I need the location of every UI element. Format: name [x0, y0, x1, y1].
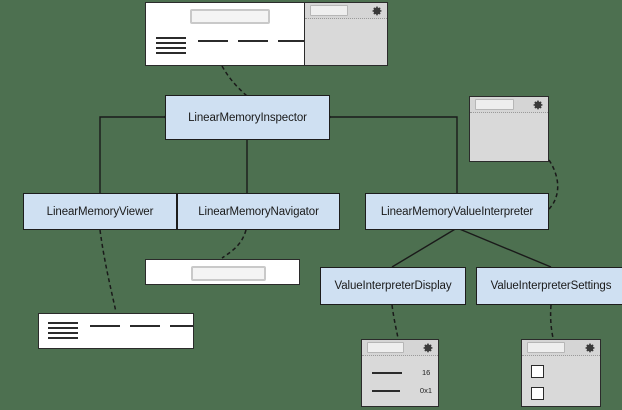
edge-mockup-vi-settings-dashed — [549, 304, 554, 339]
edge-inspector-value-interpreter — [330, 116, 458, 193]
settings-checkbox[interactable] — [531, 365, 544, 378]
edge-vi-settings — [456, 227, 552, 268]
vi-display-mockup-panel: 16 0x1 — [362, 340, 438, 406]
navigator-mockup-search-pill — [191, 266, 266, 281]
vi-mockup-search-pill — [475, 99, 514, 110]
address-line — [48, 332, 78, 334]
mockup-inspector-panel-toolbar — [305, 3, 387, 19]
gear-icon — [372, 6, 382, 15]
vi-display-row: 16 — [368, 368, 432, 377]
address-line — [156, 42, 186, 44]
node-value-interpreter-display[interactable]: ValueInterpreterDisplay — [320, 267, 466, 305]
mockup-inspector-panel-body — [305, 19, 387, 65]
address-line — [156, 47, 186, 49]
byte-group — [198, 39, 228, 42]
mockup-inspector-panel-pill — [310, 5, 348, 16]
value-interpreter-display-mockup: 16 0x1 — [361, 339, 439, 407]
gear-icon — [423, 343, 433, 352]
viewer-mockup-address-column — [48, 322, 78, 339]
vi-mockup-body — [470, 113, 548, 161]
node-label: LinearMemoryInspector — [188, 111, 307, 124]
mockup-inspector-address-column — [156, 37, 186, 54]
vi-display-row-label — [372, 389, 400, 392]
value-interpreter-settings-mockup — [521, 339, 601, 407]
mockup-inspector-memory-area — [146, 3, 361, 65]
vi-display-mockup-toolbar — [362, 340, 438, 356]
byte-group — [170, 324, 193, 327]
edge-mockup-inspector-dashed — [221, 65, 248, 97]
node-linear-memory-navigator[interactable]: LinearMemoryNavigator — [177, 193, 340, 230]
linear-memory-inspector-mockup — [145, 2, 388, 66]
node-linear-memory-inspector[interactable]: LinearMemoryInspector — [165, 95, 330, 140]
value-interpreter-mockup — [469, 96, 549, 162]
address-line — [156, 52, 186, 54]
address-line — [156, 37, 186, 39]
vi-settings-mockup-toolbar — [522, 340, 600, 356]
vi-mockup-panel — [470, 97, 548, 161]
address-line — [48, 337, 78, 339]
edge-mockup-navigator-dashed — [221, 229, 247, 259]
settings-checkbox[interactable] — [531, 387, 544, 400]
node-label: ValueInterpreterSettings — [490, 280, 612, 292]
vi-display-mockup-search-pill — [367, 342, 404, 353]
node-label: LinearMemoryNavigator — [198, 205, 319, 218]
viewer-mockup-byte-row — [90, 323, 193, 328]
vi-display-mockup-body: 16 0x1 — [362, 356, 438, 406]
node-linear-memory-value-interpreter[interactable]: LinearMemoryValueInterpreter — [365, 193, 549, 230]
edge-vi-display — [391, 227, 458, 268]
navigator-mockup — [145, 259, 300, 285]
vi-display-row-value: 16 — [422, 368, 431, 377]
mockup-inspector-search-pill — [190, 9, 270, 24]
node-label: LinearMemoryValueInterpreter — [380, 205, 534, 218]
node-label: LinearMemoryViewer — [46, 205, 154, 218]
viewer-mockup — [38, 313, 194, 349]
edge-mockup-vi-display-dashed — [391, 304, 399, 339]
edge-inspector-viewer — [99, 116, 165, 193]
node-linear-memory-viewer[interactable]: LinearMemoryViewer — [23, 193, 177, 230]
byte-group — [278, 39, 308, 42]
byte-group — [90, 324, 120, 327]
vi-settings-mockup-body — [522, 356, 600, 406]
byte-group — [238, 39, 268, 42]
node-label: ValueInterpreterDisplay — [334, 280, 452, 292]
vi-display-row-value: 0x1 — [419, 386, 432, 395]
mockup-inspector-side-panel — [304, 3, 387, 65]
node-value-interpreter-settings[interactable]: ValueInterpreterSettings — [476, 267, 622, 305]
gear-icon — [533, 100, 543, 109]
address-line — [48, 327, 78, 329]
vi-settings-mockup-search-pill — [527, 342, 565, 353]
vi-display-row: 0x1 — [368, 386, 432, 395]
byte-group — [130, 324, 160, 327]
vi-display-row-label — [372, 371, 402, 374]
vi-settings-mockup-panel — [522, 340, 600, 406]
gear-icon — [585, 343, 595, 352]
viewer-mockup-hex-rows — [48, 322, 193, 339]
edge-mockup-viewer-dashed — [99, 229, 117, 313]
vi-mockup-toolbar — [470, 97, 548, 113]
address-line — [48, 322, 78, 324]
